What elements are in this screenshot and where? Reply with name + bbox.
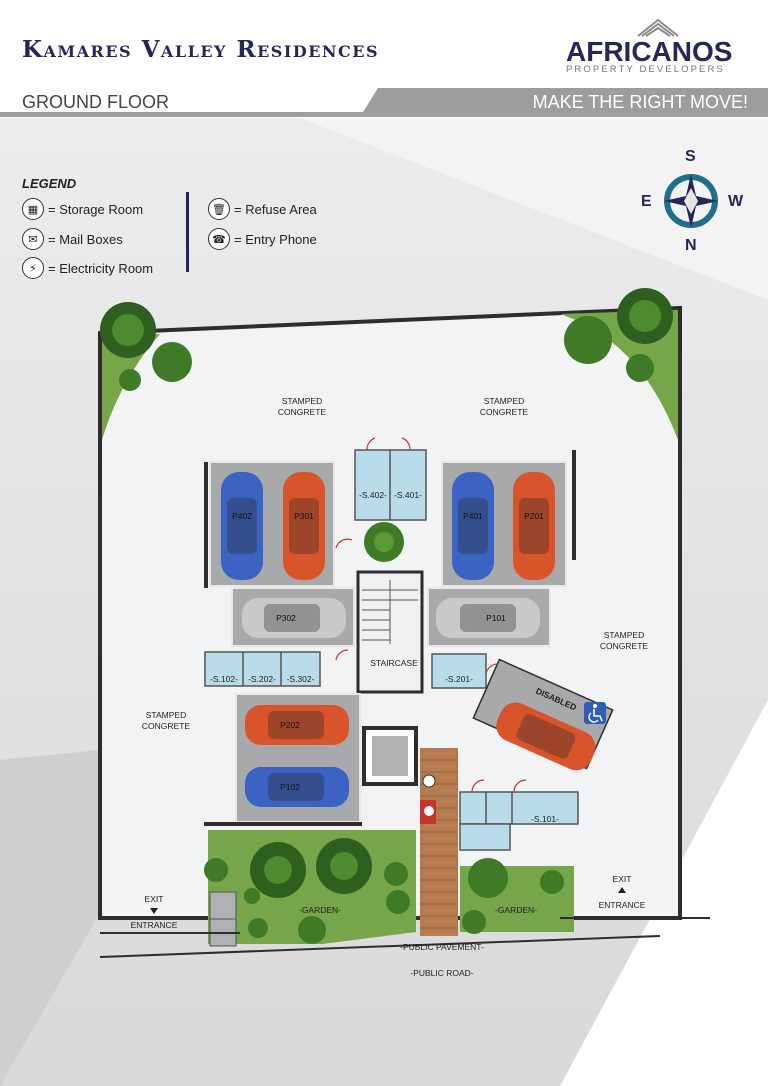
storage-label-s202: -S.202- xyxy=(248,674,276,684)
storage-label-s101: -S.101- xyxy=(531,814,559,824)
storage-label-s102: -S.102- xyxy=(210,674,238,684)
storage-label-s302: -S.302- xyxy=(286,674,315,684)
garden-trees-left xyxy=(204,838,410,944)
public-road-label: -PUBLIC ROAD- xyxy=(410,968,474,978)
brand-name: AFRICANOS xyxy=(566,36,733,67)
car-p102 xyxy=(245,767,349,807)
car-p201 xyxy=(513,472,555,580)
tree-top-right xyxy=(564,288,673,382)
staircase-label: STAIRCASE xyxy=(370,658,418,668)
car-disabled xyxy=(496,702,596,771)
exit-label-right: EXIT xyxy=(612,874,632,884)
compass-east: E xyxy=(641,193,652,210)
parking-label-p401: P401 xyxy=(463,511,483,521)
storage-room-icon: ▦ xyxy=(22,198,44,220)
parking-label-p402: P402 xyxy=(232,511,252,521)
legend-item-storage: ▦ = Storage Room xyxy=(22,198,143,220)
wheelchair-icon xyxy=(584,702,606,724)
legend-label: = Mail Boxes xyxy=(48,231,123,247)
legend-label: = Electricity Room xyxy=(48,260,154,276)
garden-label-right: -GARDEN- xyxy=(494,905,538,915)
parking-label-p302: P302 xyxy=(276,613,296,623)
legend-label: = Entry Phone xyxy=(234,231,317,247)
legend-label: = Storage Room xyxy=(48,201,144,217)
legend-label: = Refuse Area xyxy=(234,201,317,217)
compass-south: S xyxy=(685,148,696,165)
car-p101 xyxy=(436,598,540,638)
parking-label-p202: P202 xyxy=(280,720,300,730)
page-title: Kamares Valley Residences xyxy=(22,36,379,63)
entry-phone-icon: ☎ xyxy=(208,228,230,250)
compass-rose-icon xyxy=(664,174,718,228)
brand-tagline: PROPERTY DEVELOPERS xyxy=(566,64,725,75)
compass-west: W xyxy=(728,193,744,210)
storage-label-s201: -S.201- xyxy=(445,674,473,684)
refuse-area-icon: 🗑 xyxy=(208,198,230,220)
parking-label-p301: P301 xyxy=(294,511,314,521)
exit-label-left: EXIT xyxy=(144,894,164,904)
stamped-concrete-label: STAMPED CONGRETE xyxy=(141,710,191,731)
legend-item-entry-phone: ☎ = Entry Phone xyxy=(208,228,317,250)
stamped-concrete-label: STAMPED CONGRETE xyxy=(599,630,649,651)
garden-label-left: -GARDEN- xyxy=(298,905,342,915)
car-p301 xyxy=(283,472,325,580)
electricity-room-icon: ⚡ xyxy=(22,257,44,279)
mail-boxes-icon: ✉ xyxy=(22,228,44,250)
storage-label-s401: -S.401- xyxy=(394,490,422,500)
parking-label-p101: P101 xyxy=(486,613,506,623)
entrance-label-right: ENTRANCE xyxy=(598,900,646,910)
legend-title: LEGEND xyxy=(22,176,77,191)
slogan: MAKE THE RIGHT MOVE! xyxy=(532,92,748,112)
car-p302 xyxy=(242,598,346,638)
parking-label-p201: P201 xyxy=(524,511,544,521)
garden-trees-right xyxy=(462,858,564,934)
legend-item-mail: ✉ = Mail Boxes xyxy=(22,228,123,250)
brand-logo-roof-icon xyxy=(637,18,679,37)
legend-item-electricity: ⚡ = Electricity Room xyxy=(22,257,153,279)
stamped-concrete-label: STAMPED CONGRETE xyxy=(277,396,327,417)
public-pavement-label: -PUBLIC PAVEMENT- xyxy=(400,942,484,952)
floor-label: GROUND FLOOR xyxy=(22,92,170,112)
car-p401 xyxy=(452,472,494,580)
compass-north: N xyxy=(685,237,697,254)
parking-label-p102: P102 xyxy=(280,782,300,792)
storage-label-s402: -S.402- xyxy=(359,490,387,500)
stamped-concrete-label: STAMPED CONGRETE xyxy=(479,396,529,417)
entrance-label-left: ENTRANCE xyxy=(130,920,178,930)
car-p202 xyxy=(245,705,349,745)
legend-divider xyxy=(186,192,189,272)
car-p402 xyxy=(221,472,263,580)
tree-top-left xyxy=(100,302,192,391)
legend-item-refuse: 🗑 = Refuse Area xyxy=(208,198,317,220)
